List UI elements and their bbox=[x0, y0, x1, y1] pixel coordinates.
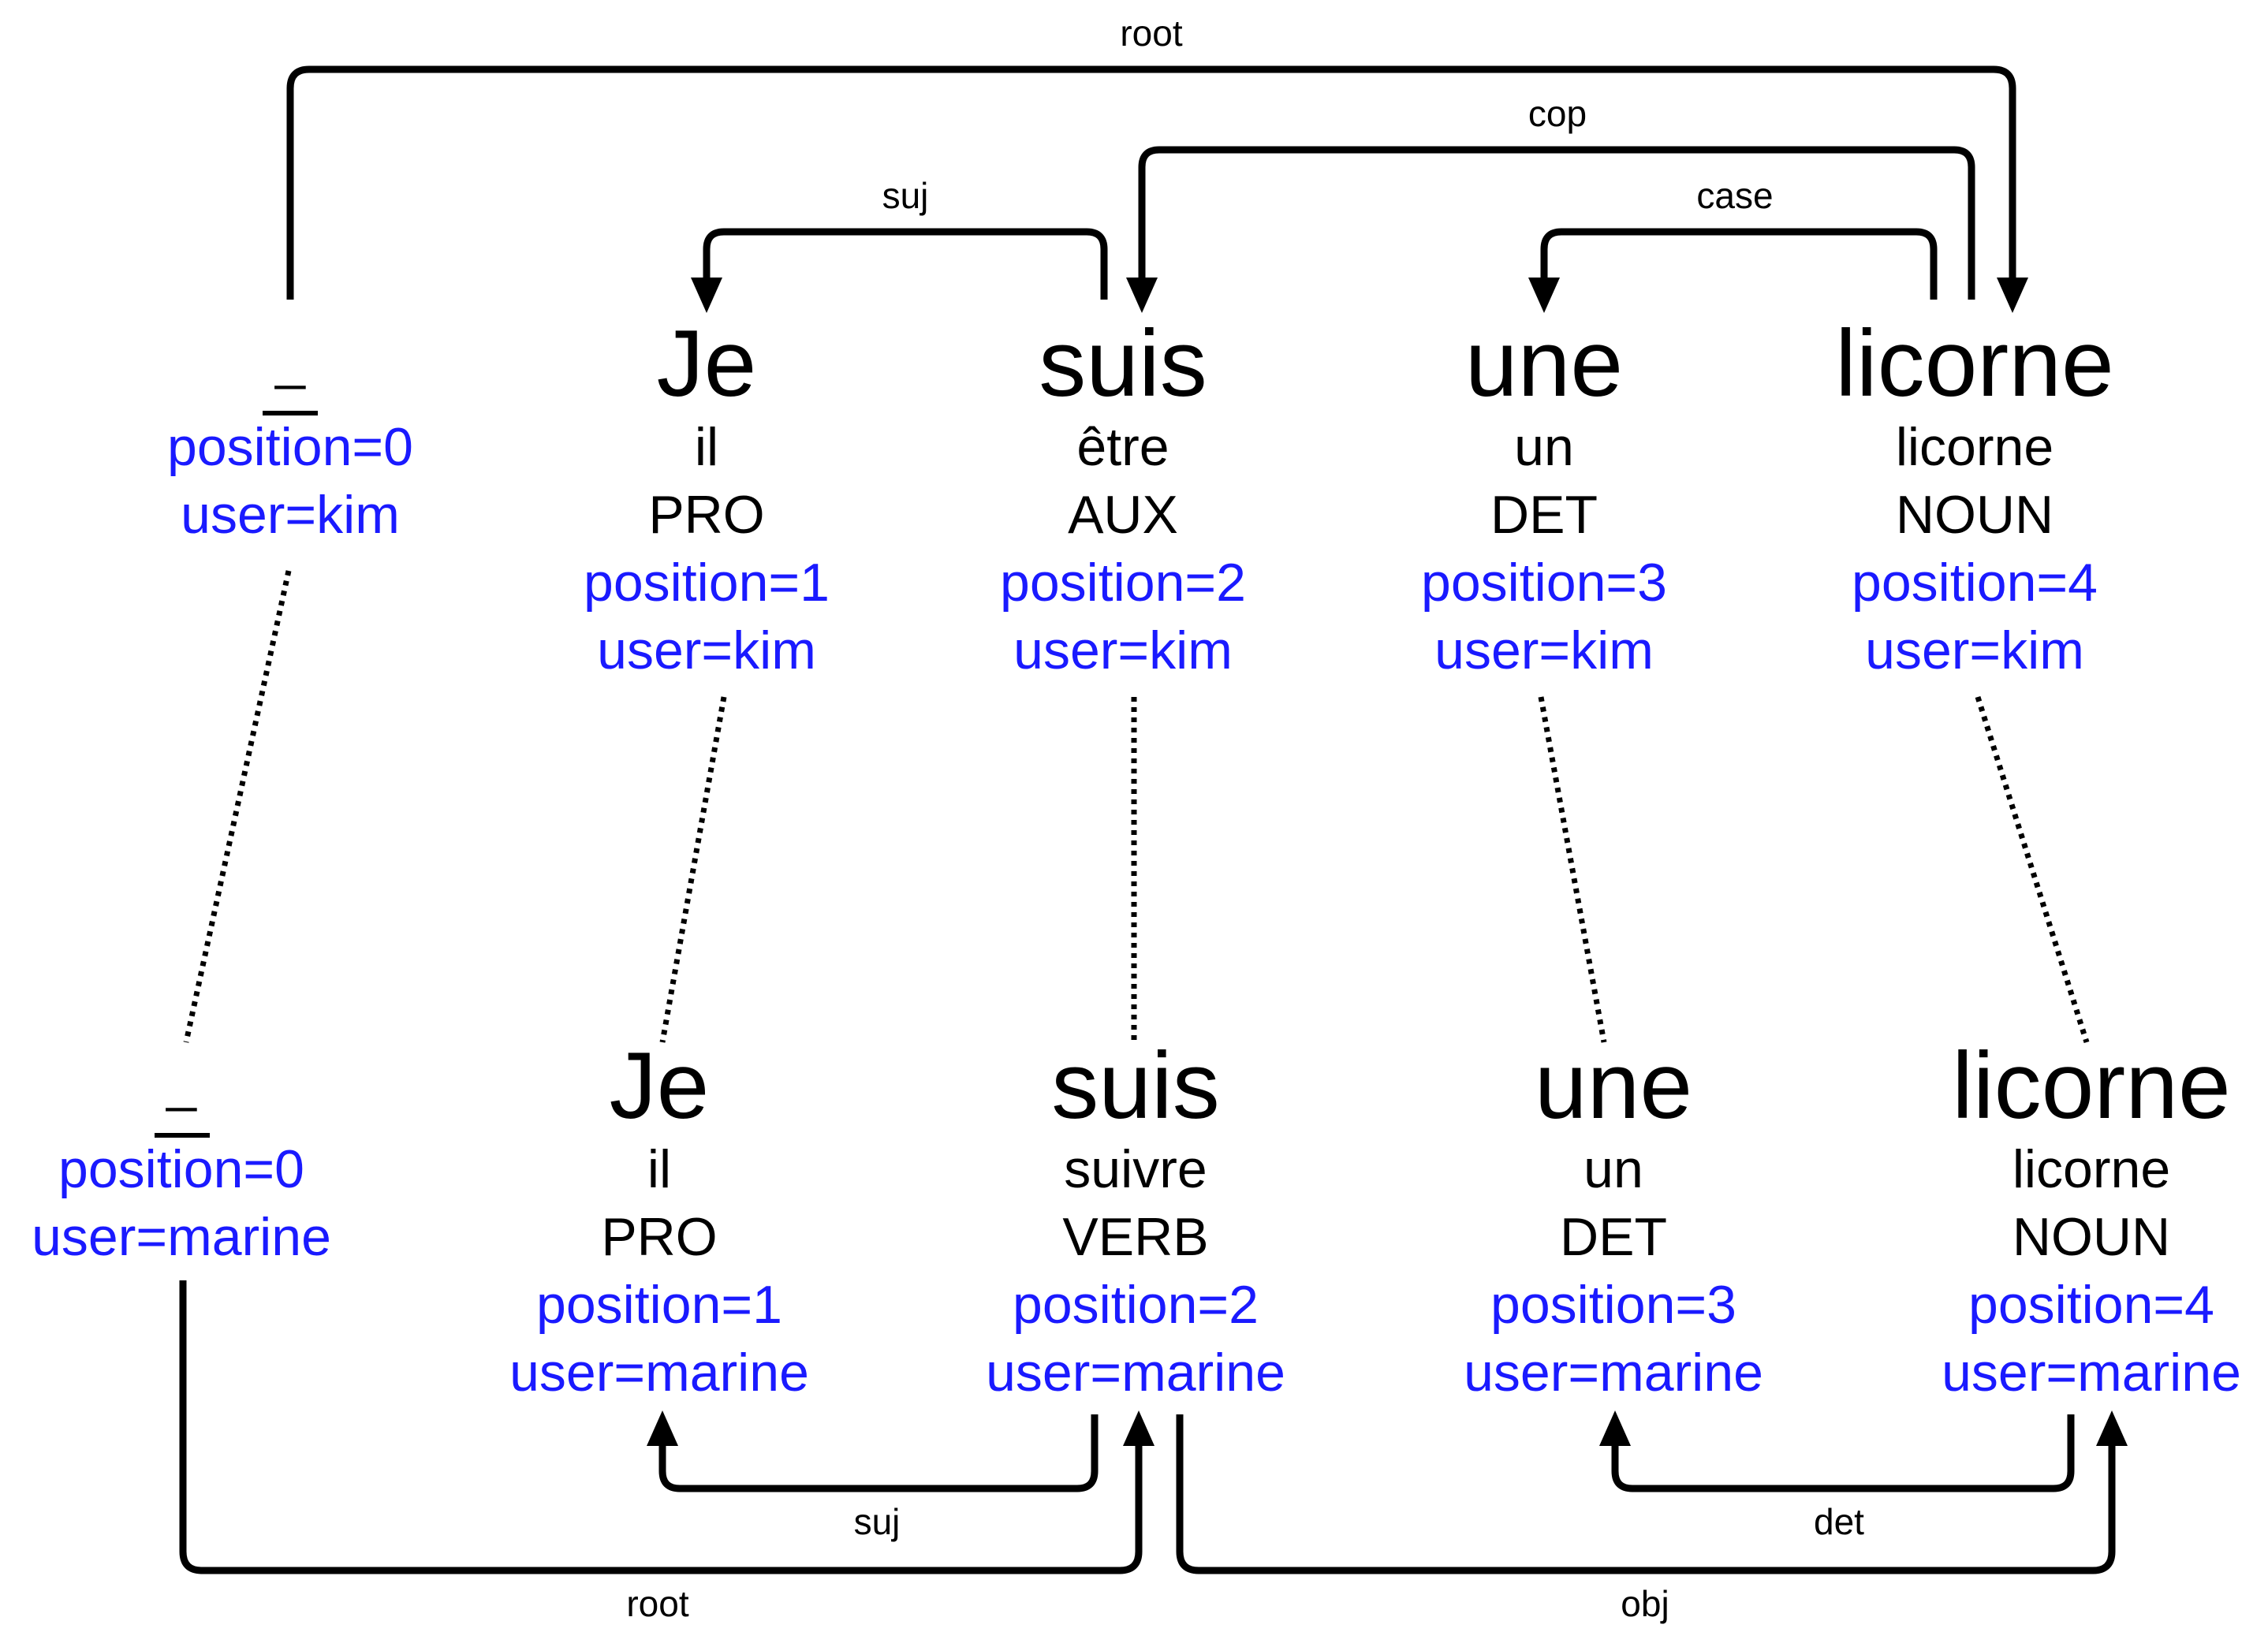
root-node-user: user=marine bbox=[32, 1207, 331, 1267]
token-lemma: licorne bbox=[2012, 1139, 2170, 1199]
top-token-4: licorne licorne NOUN position=4 user=kim bbox=[1835, 311, 2114, 680]
token-position: position=2 bbox=[1000, 553, 1246, 613]
token-upos: AUX bbox=[1068, 485, 1178, 545]
token-form: suis bbox=[1039, 311, 1207, 416]
token-form: Je bbox=[657, 311, 757, 416]
bottom-arc-label-obj: obj bbox=[1621, 1583, 1669, 1624]
token-user: user=marine bbox=[509, 1343, 809, 1403]
top-token-3: une un DET position=3 user=kim bbox=[1421, 311, 1667, 680]
root-node-user: user=kim bbox=[181, 485, 400, 545]
top-arc-label-case: case bbox=[1696, 175, 1773, 216]
token-form: licorne bbox=[1835, 311, 2114, 416]
arrowhead-icon bbox=[1599, 1410, 1631, 1446]
top-arc-root: root bbox=[286, 13, 2028, 313]
arrowhead-icon bbox=[647, 1410, 678, 1446]
token-upos: VERB bbox=[1062, 1207, 1208, 1267]
token-lemma: être bbox=[1076, 417, 1169, 477]
token-lemma: licorne bbox=[1896, 417, 2054, 477]
arrowhead-icon bbox=[1123, 1410, 1155, 1446]
token-position: position=1 bbox=[584, 553, 830, 613]
token-form: suis bbox=[1051, 1033, 1219, 1138]
token-user: user=kim bbox=[1434, 620, 1654, 680]
bottom-arc-root: root bbox=[179, 1280, 1155, 1624]
token-upos: NOUN bbox=[2012, 1207, 2170, 1267]
bottom-root-node: _ position=0 user=marine bbox=[32, 1053, 331, 1267]
token-form: Je bbox=[610, 1033, 710, 1138]
arrowhead-icon bbox=[1528, 278, 1560, 313]
alignment-line-1 bbox=[659, 696, 727, 1043]
token-position: position=3 bbox=[1421, 553, 1667, 613]
root-node-form: _ bbox=[274, 330, 306, 390]
token-form: licorne bbox=[1952, 1033, 2231, 1138]
token-user: user=kim bbox=[1013, 620, 1233, 680]
token-user: user=marine bbox=[1942, 1343, 2241, 1403]
token-form: une bbox=[1465, 311, 1623, 416]
token-user: user=kim bbox=[597, 620, 816, 680]
token-upos: PRO bbox=[601, 1207, 717, 1267]
bottom-arc-obj: obj bbox=[1176, 1410, 2128, 1624]
token-position: position=4 bbox=[1968, 1275, 2214, 1335]
root-node-position: position=0 bbox=[58, 1139, 304, 1199]
arrowhead-icon bbox=[691, 278, 722, 313]
token-upos: NOUN bbox=[1896, 485, 2054, 545]
bottom-arc-label-root: root bbox=[626, 1583, 688, 1624]
token-lemma: suivre bbox=[1064, 1139, 1207, 1199]
token-form: une bbox=[1535, 1033, 1692, 1138]
bottom-tree-arcs: suj root det obj bbox=[179, 1280, 2128, 1624]
token-lemma: un bbox=[1583, 1139, 1643, 1199]
alignment-line-4 bbox=[1975, 695, 2090, 1044]
top-token-2: suis être AUX position=2 user=kim bbox=[1000, 311, 1246, 680]
bottom-arc-label-suj: suj bbox=[854, 1501, 901, 1542]
token-user: user=marine bbox=[986, 1343, 1285, 1403]
alignment-lines bbox=[183, 570, 2090, 1044]
token-user: user=marine bbox=[1464, 1343, 1763, 1403]
bottom-token-4: licorne licorne NOUN position=4 user=mar… bbox=[1942, 1033, 2241, 1403]
token-lemma: il bbox=[647, 1139, 671, 1199]
alignment-line-0 bbox=[183, 570, 292, 1043]
token-position: position=1 bbox=[536, 1275, 782, 1335]
arrowhead-icon bbox=[1126, 278, 1158, 313]
bottom-token-2: suis suivre VERB position=2 user=marine bbox=[986, 1033, 1285, 1403]
token-lemma: un bbox=[1514, 417, 1574, 477]
token-user: user=kim bbox=[1865, 620, 2084, 680]
top-arc-case: case bbox=[1528, 175, 1938, 313]
top-tree-arcs: root cop suj case bbox=[286, 13, 2028, 313]
bottom-arc-label-det: det bbox=[1814, 1501, 1864, 1542]
arrowhead-icon bbox=[1997, 278, 2028, 313]
token-upos: PRO bbox=[648, 485, 764, 545]
top-arc-suj: suj bbox=[691, 175, 1108, 313]
top-root-node: _ position=0 user=kim bbox=[167, 330, 413, 545]
arrowhead-icon bbox=[2096, 1410, 2128, 1446]
token-upos: DET bbox=[1490, 485, 1598, 545]
top-arc-label-suj: suj bbox=[882, 175, 929, 216]
top-token-1: Je il PRO position=1 user=kim bbox=[584, 311, 830, 680]
top-arc-label-cop: cop bbox=[1528, 93, 1587, 134]
top-arc-cop: cop bbox=[1126, 93, 1975, 313]
alignment-line-3 bbox=[1538, 696, 1607, 1043]
bottom-token-3: une un DET position=3 user=marine bbox=[1464, 1033, 1763, 1403]
token-position: position=2 bbox=[1013, 1275, 1259, 1335]
bottom-arc-suj: suj bbox=[647, 1410, 1099, 1542]
token-upos: DET bbox=[1560, 1207, 1667, 1267]
root-node-position: position=0 bbox=[167, 417, 413, 477]
token-lemma: il bbox=[695, 417, 718, 477]
token-position: position=3 bbox=[1490, 1275, 1736, 1335]
bottom-arc-det: det bbox=[1599, 1410, 2075, 1542]
top-arc-label-root: root bbox=[1120, 13, 1182, 54]
bottom-token-1: Je il PRO position=1 user=marine bbox=[509, 1033, 809, 1403]
token-position: position=4 bbox=[1852, 553, 2098, 613]
root-node-form: _ bbox=[165, 1053, 197, 1112]
